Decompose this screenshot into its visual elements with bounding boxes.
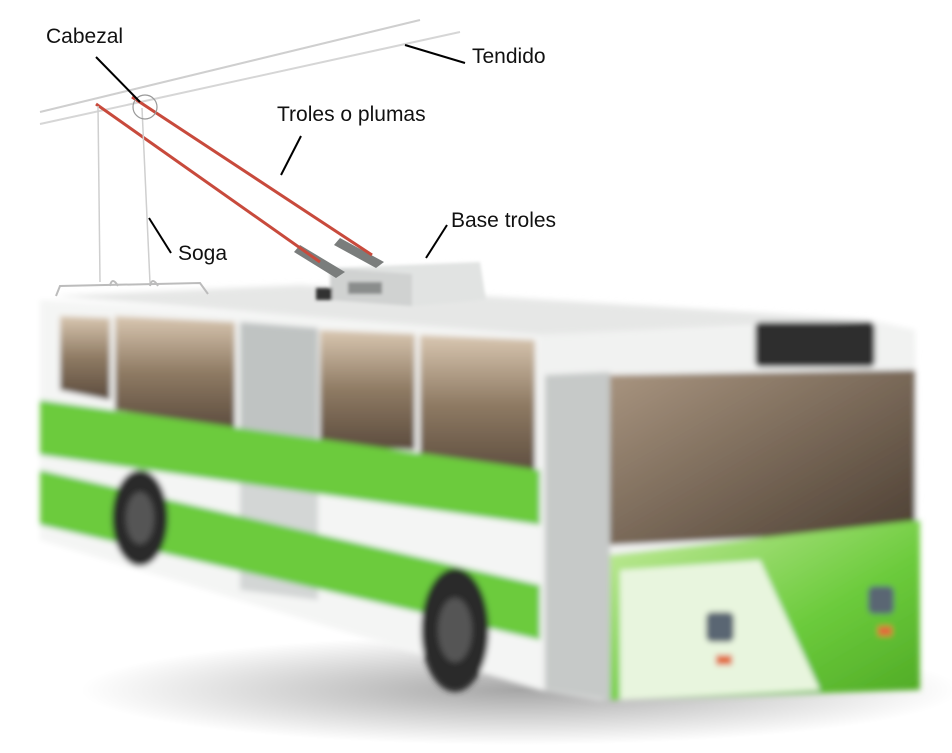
leader-cabezal — [95, 56, 141, 103]
label-cabezal: Cabezal — [46, 25, 124, 48]
collector-head-marker — [132, 94, 158, 120]
leader-soga — [148, 217, 172, 254]
leader-troles — [280, 135, 302, 176]
leader-lines — [95, 44, 466, 259]
label-troles: Troles o plumas — [277, 103, 426, 126]
trolley-base-box — [316, 262, 486, 306]
bus-body — [40, 285, 920, 700]
trolley-poles — [95, 95, 373, 264]
label-soga: Soga — [178, 242, 228, 265]
leader-tendido — [404, 44, 466, 64]
leader-base-troles — [425, 224, 448, 259]
overhead-wires — [39, 19, 461, 125]
label-tendido: Tendido — [472, 45, 546, 68]
label-base-troles: Base troles — [451, 209, 557, 232]
retriever-ropes — [55, 105, 209, 297]
